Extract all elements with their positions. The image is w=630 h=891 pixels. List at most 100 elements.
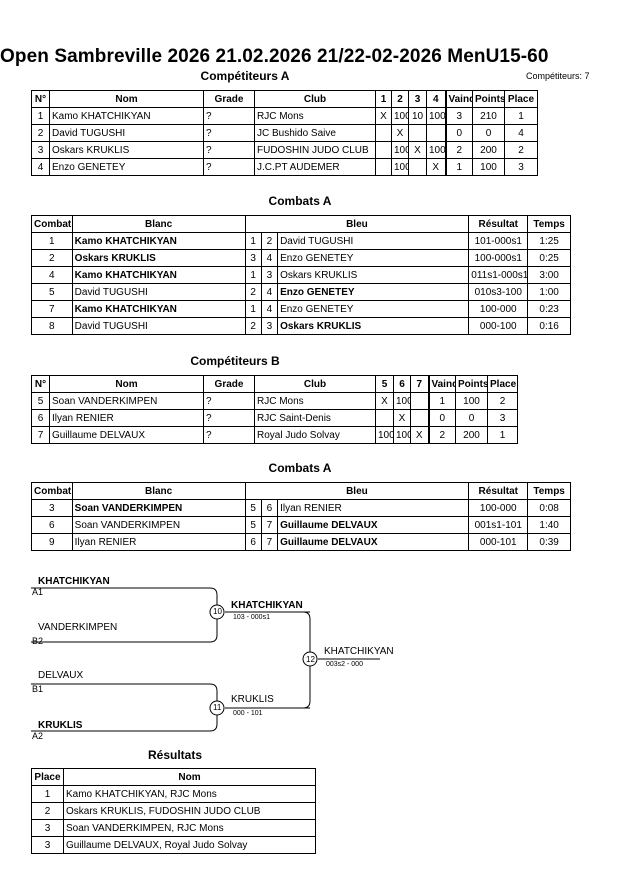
column-header: Combat: [31, 482, 73, 500]
fight-time: 3:00: [527, 266, 571, 284]
bracket-semi2-bottom: KRUKLIS: [38, 720, 83, 731]
table-cell: 210: [472, 107, 505, 125]
table-cell: 6: [31, 409, 50, 427]
blue-index: 6: [260, 499, 279, 517]
fight-result: 000-101: [468, 533, 529, 551]
blue-index: 7: [260, 516, 279, 534]
table-cell: 4: [31, 158, 50, 176]
table-cell: ?: [203, 426, 255, 444]
table-cell: [375, 158, 392, 176]
pool-a-title: Compétiteurs A: [200, 69, 290, 83]
competitor: Kamo KHATCHIKYAN, RJC Mons: [63, 785, 316, 803]
place: 3: [31, 819, 64, 837]
table-cell: ?: [203, 409, 255, 427]
white-index: 1: [244, 266, 262, 284]
column-header: Nom: [49, 90, 204, 108]
table-cell: Enzo GENETEY: [49, 158, 204, 176]
fight-time: 0:08: [527, 499, 571, 517]
place: 3: [31, 836, 64, 854]
table-cell: 100: [472, 158, 505, 176]
competitor: Guillaume DELVAUX, Royal Judo Solvay: [63, 836, 316, 854]
table-cell: Royal Judo Solvay: [254, 426, 376, 444]
table-cell: 100: [455, 392, 488, 410]
table-cell: [408, 124, 427, 142]
fight-time: 1:40: [527, 516, 571, 534]
bracket-lines: [31, 587, 380, 732]
table-cell: 1: [31, 107, 50, 125]
table-cell: 2: [444, 141, 473, 159]
fight-result: 010s3-100: [468, 283, 529, 301]
bracket-seed: B2: [32, 636, 44, 646]
white-index: 6: [244, 533, 262, 551]
fight-10-winner: KHATCHIKYAN: [231, 600, 303, 611]
white-fighter: Soan VANDERKIMPEN: [71, 499, 246, 517]
column-header: Club: [254, 90, 376, 108]
table-cell: X: [375, 392, 394, 410]
blue-index: 4: [260, 300, 279, 318]
table-cell: 200: [472, 141, 505, 159]
fight-number: 1: [31, 232, 73, 250]
white-fighter: Ilyan RENIER: [71, 533, 246, 551]
fight-11-winner: KRUKLIS: [231, 694, 274, 705]
blue-fighter: David TUGUSHI: [277, 232, 470, 250]
fight-number: 5: [31, 283, 73, 301]
table-cell: [410, 409, 429, 427]
table-cell: [375, 124, 392, 142]
fight-result: 000-100: [468, 317, 529, 335]
bracket-seed: B1: [32, 684, 44, 694]
table-cell: 100: [426, 107, 446, 125]
place: 1: [31, 785, 64, 803]
fights-b-title: Combats A: [268, 461, 332, 475]
pool-b-title: Compétiteurs B: [190, 354, 280, 368]
blue-index: 3: [260, 266, 279, 284]
table-cell: 1: [487, 426, 518, 444]
fight-time: 1:00: [527, 283, 571, 301]
table-cell: 3: [487, 409, 518, 427]
place: 2: [31, 802, 64, 820]
table-cell: ?: [203, 124, 255, 142]
column-header: Place: [31, 768, 64, 786]
fight-12-number: 12: [306, 655, 315, 664]
white-fighter: Kamo KHATCHIKYAN: [71, 300, 246, 318]
table-cell: RJC Mons: [254, 392, 376, 410]
table-cell: 2: [504, 141, 538, 159]
table-cell: ?: [203, 141, 255, 159]
bracket-semi1-bottom: VANDERKIMPEN: [38, 622, 118, 633]
column-header: Grade: [203, 375, 255, 393]
column-header: Nom: [49, 375, 204, 393]
column-header: Vainqueurs: [444, 90, 473, 108]
fight-10-number: 10: [213, 607, 222, 616]
table-cell: 100: [393, 392, 411, 410]
table-cell: FUDOSHIN JUDO CLUB: [254, 141, 376, 159]
table-cell: X: [393, 409, 411, 427]
column-header: 2: [391, 90, 409, 108]
table-cell: X: [391, 124, 409, 142]
column-header: 1: [375, 90, 392, 108]
table-cell: 1: [504, 107, 538, 125]
fight-11-score: 000 - 101: [233, 710, 263, 717]
table-cell: 2: [31, 124, 50, 142]
white-index: 2: [244, 317, 262, 335]
table-cell: 100: [391, 158, 409, 176]
column-header: Vainqueurs: [427, 375, 456, 393]
table-cell: 10: [408, 107, 427, 125]
table-cell: 2: [487, 392, 518, 410]
blue-fighter: Enzo GENETEY: [277, 300, 470, 318]
fight-result: 100-000: [468, 499, 529, 517]
fight-time: 1:25: [527, 232, 571, 250]
column-header: Résultat: [468, 215, 529, 233]
fight-number: 6: [31, 516, 73, 534]
white-fighter: David TUGUSHI: [71, 317, 246, 335]
